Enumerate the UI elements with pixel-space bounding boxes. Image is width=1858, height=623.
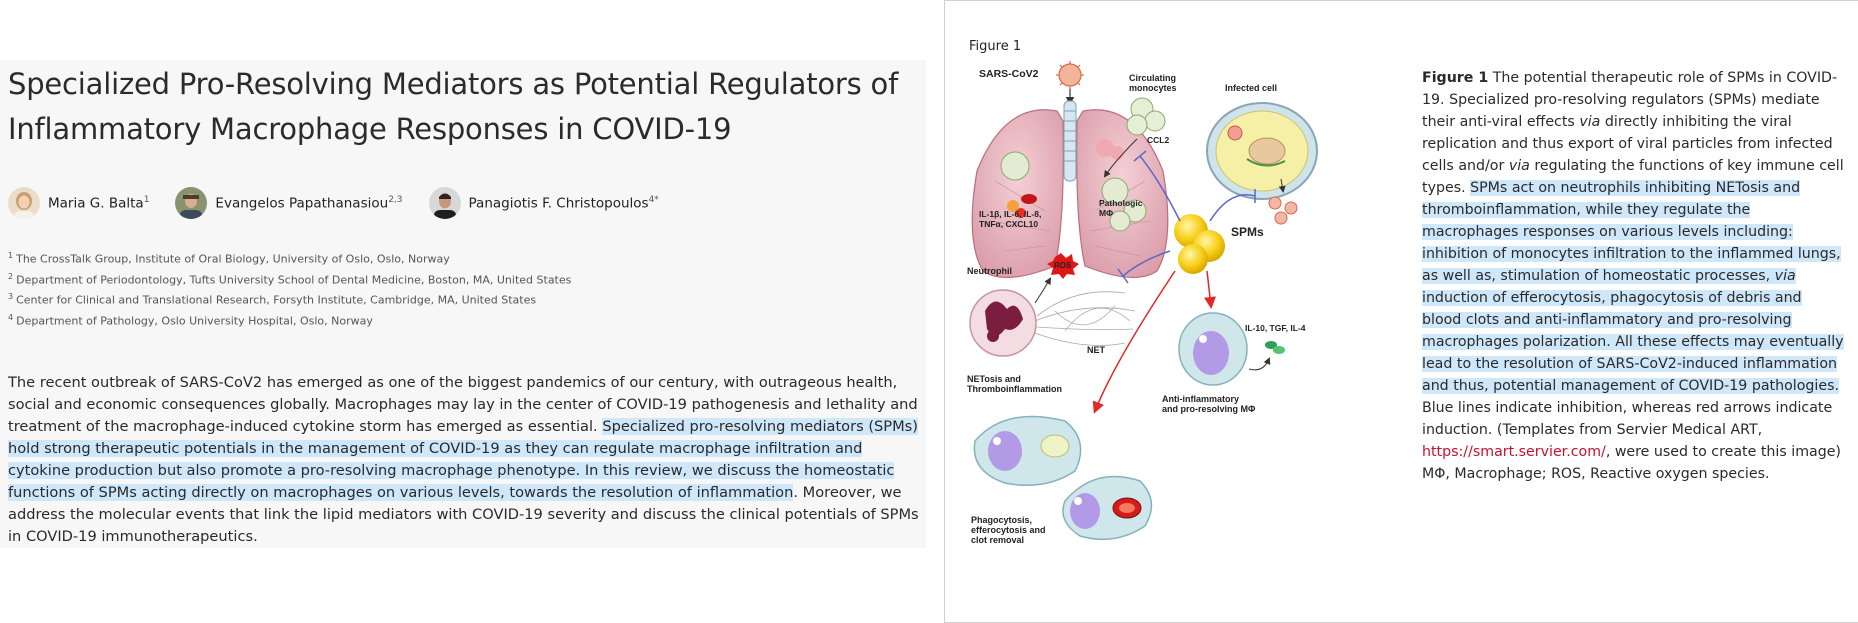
macrophage-anti-icon bbox=[1178, 312, 1248, 386]
label-phago-2: efferocytosis and bbox=[971, 525, 1046, 535]
author-1[interactable]: Maria G. Balta1 bbox=[8, 187, 149, 219]
author-3[interactable]: Panagiotis F. Christopoulos4* bbox=[428, 187, 659, 219]
spms-icon bbox=[1174, 214, 1225, 274]
author-name: Maria G. Balta1 bbox=[48, 194, 150, 212]
label-anti-2: and pro-resolving MΦ bbox=[1162, 404, 1256, 414]
label-virus: SARS-CoV2 bbox=[979, 68, 1039, 80]
net-icon bbox=[1034, 291, 1136, 346]
virus-particles-icon bbox=[1268, 196, 1298, 225]
label-pathologic-1: Pathologic bbox=[1099, 198, 1143, 208]
author-list: Maria G. Balta1 Evangelos Papathanasiou2… bbox=[8, 186, 685, 220]
author-name: Evangelos Papathanasiou2,3 bbox=[215, 194, 403, 212]
label-cytokines-2: TNFα, CXCL10 bbox=[979, 219, 1038, 229]
abstract-text: The recent outbreak of SARS-CoV2 has eme… bbox=[8, 374, 919, 545]
author-name: Panagiotis F. Christopoulos4* bbox=[468, 194, 659, 212]
phagocytosis-icon bbox=[973, 415, 1153, 541]
inhibition-lines bbox=[1117, 150, 1256, 284]
label-anti-1: Anti-inflammatory bbox=[1162, 394, 1239, 404]
infected-cell-icon bbox=[1206, 102, 1318, 200]
neutrophil-icon bbox=[969, 289, 1037, 357]
figure-label: Figure 1 bbox=[969, 39, 1022, 54]
label-ros: ROS bbox=[1054, 261, 1072, 270]
avatar[interactable] bbox=[8, 187, 40, 219]
label-pathologic-2: MΦ bbox=[1099, 208, 1113, 218]
figure-caption: Figure 1 The potential therapeutic role … bbox=[1422, 70, 1844, 482]
servier-link[interactable]: https://smart.servier.com/ bbox=[1422, 444, 1606, 460]
label-spms: SPMs bbox=[1231, 225, 1264, 239]
label-il10: IL-10, TGF, IL-4 bbox=[1245, 323, 1306, 333]
avatar[interactable] bbox=[428, 187, 461, 219]
monocytes-icon bbox=[1126, 97, 1166, 136]
ros-icon bbox=[1047, 253, 1079, 279]
induction-arrow-2 bbox=[1092, 270, 1176, 414]
label-circulating-1: Circulating bbox=[1129, 73, 1176, 83]
label-phago-3: clot removal bbox=[971, 535, 1024, 545]
figure-illustration[interactable]: SARS-CoV2 IL-1β, IL-6, IL-8, TNFα, CXCL1… bbox=[965, 61, 1385, 606]
highlighted-text: SPMs act on neutrophils inhibiting NETos… bbox=[1422, 180, 1844, 394]
author-2[interactable]: Evangelos Papathanasiou2,3 bbox=[175, 187, 403, 219]
label-netosis-2: Thromboinflammation bbox=[967, 384, 1062, 394]
label-netosis-1: NETosis and bbox=[967, 374, 1021, 384]
virus-icon bbox=[1056, 61, 1084, 89]
figure-panel: Figure 1 SARS-CoV2 bbox=[944, 0, 1858, 623]
label-ccl2: CCL2 bbox=[1147, 135, 1169, 145]
label-phago-1: Phagocytosis, bbox=[971, 515, 1032, 525]
label-circulating-2: monocytes bbox=[1129, 83, 1177, 93]
article-title: Specialized Pro-Resolving Mediators as P… bbox=[8, 67, 899, 146]
induction-arrow-1 bbox=[1204, 270, 1216, 309]
avatar[interactable] bbox=[175, 187, 208, 219]
article-pane: Specialized Pro-Resolving Mediators as P… bbox=[0, 60, 926, 548]
label-cytokines-1: IL-1β, IL-6, IL-8, bbox=[979, 209, 1041, 219]
label-net: NET bbox=[1087, 345, 1106, 355]
label-infected-cell: Infected cell bbox=[1225, 83, 1277, 93]
label-neutrophil: Neutrophil bbox=[967, 266, 1012, 276]
